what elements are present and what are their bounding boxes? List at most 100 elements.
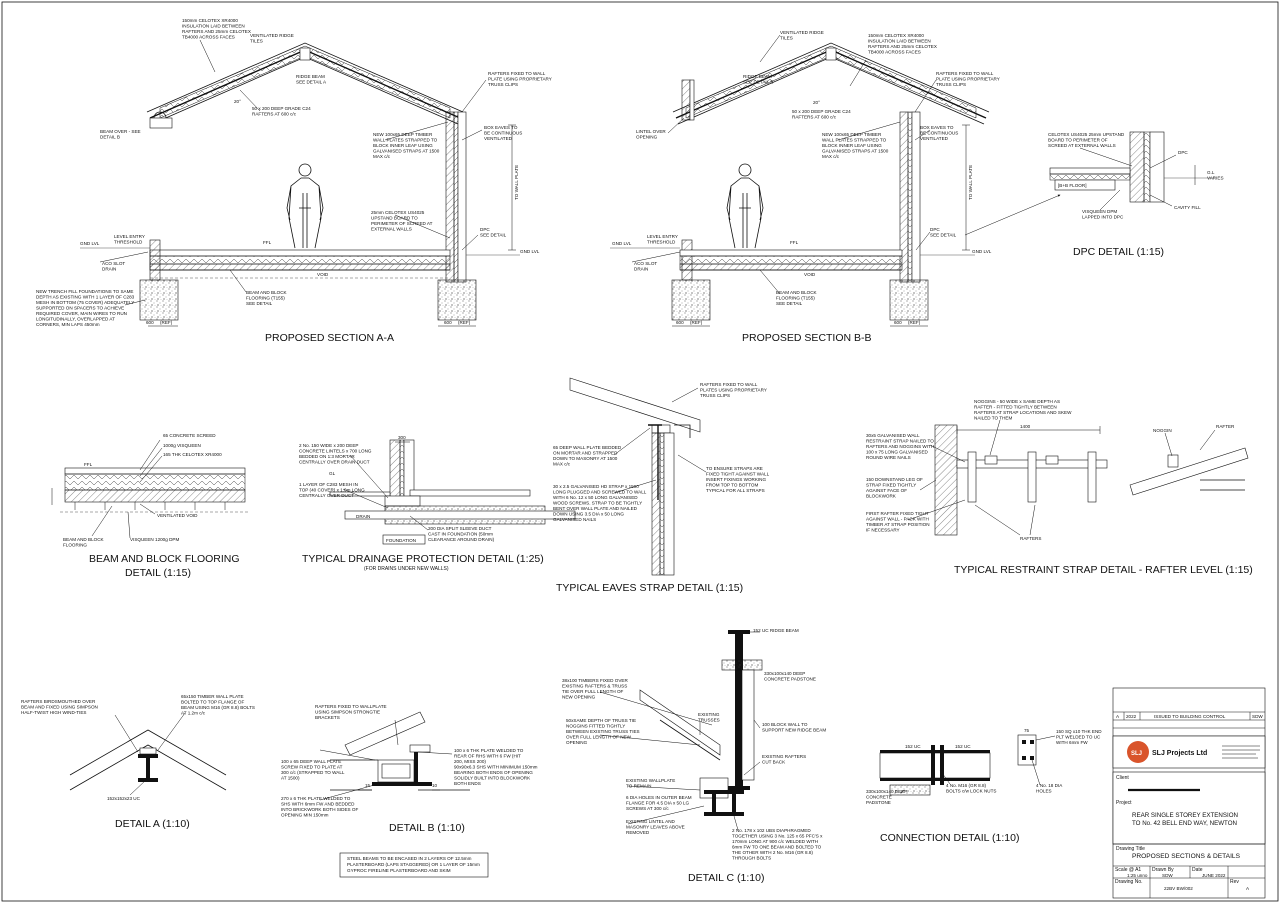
- detail-b-rafters-l3: BRACKETS: [315, 715, 340, 720]
- restraint-strap-l4: 100 x 75 LONG GALVANISED: [866, 450, 929, 455]
- aa-beam-over-l2: DETAIL B: [100, 135, 120, 140]
- detail-c-noggins-l3: BETWEEN EXISTING TRUSS TIES: [566, 729, 640, 734]
- bb-lintel-l2: OPENING: [636, 135, 658, 140]
- conn-padstone-l3: PADSTONE: [866, 800, 891, 805]
- conn-75: 75: [1024, 728, 1030, 733]
- aa-roof-insulation-l3: RAFTERS AND 25mm CELOTEX: [182, 29, 251, 34]
- restraint-noggins-l3: RAFTERS AT STRAP LOCATIONS AND SKEW: [974, 410, 1072, 415]
- tb-title-label: Drawing Title: [1116, 846, 1145, 852]
- restraint-strap-l1: 30x5 GALVANISED WALL: [866, 433, 920, 438]
- conn-bolts-l1: 4 No. M16 (GR 8.8): [946, 783, 987, 788]
- drain-gl: GL: [329, 471, 336, 476]
- detail-c-holes-l3: SCREWS AT 300 c/c: [626, 806, 669, 811]
- detail-c-padstone-l2: CONCRETE PADSTONE: [764, 677, 816, 682]
- detail-c-lintel-l2: MASONRY LEAVES ABOVE: [626, 825, 685, 830]
- bb-dpm: VISQUEEN 1200g DPM: [130, 537, 179, 542]
- aa-roof-insulation-l2: INSULATION LAID BETWEEN: [182, 24, 245, 29]
- rev-by: SDW: [1252, 714, 1263, 719]
- detail-a-uc: 152x152x23 UC: [107, 796, 141, 801]
- aa-foundations-l1: NEW TRENCH FILL FOUNDATIONS TO SAME: [36, 289, 134, 294]
- beam-block-title-l2: DETAIL (1:15): [125, 567, 191, 579]
- aa-celotex-l1: 25mm CELOTEX US4025: [371, 210, 425, 215]
- dpc-celotex-l2: BOARD TO PERIMETER OF: [1048, 138, 1108, 143]
- tb-drawn: SDW: [1162, 873, 1173, 878]
- detail-c-timbers-l3: TIE OVER FULL LENGTH OF: [562, 689, 624, 694]
- detail-c-padstone-l1: 330x100x140 DEEP: [764, 671, 805, 676]
- aa-foundations-l2: DEPTH AS EXISTING WITH 1 LAYER OF C283: [36, 295, 135, 300]
- bb-dpc-l2: SEE DETAIL: [930, 233, 957, 238]
- conn-uc-right: 152 UC: [955, 744, 971, 749]
- detail-c-title: DETAIL C (1:10): [688, 872, 764, 884]
- drain-mesh-l1: 1 LAYER OF C283 MESH IN: [299, 482, 358, 487]
- aa-celotex-l3: PERIMETER OF SCREED AT: [371, 221, 433, 226]
- eaves-strap-l2: LONG PLUGGED AND SCREWED TO WALL: [553, 490, 647, 495]
- detail-c-ubs-l3: 170mm LONG AT 900 c/c WELDED WITH: [732, 839, 818, 844]
- bb-ridge-beam-l2: SEE DETAIL B: [743, 80, 773, 85]
- eaves-ensure-l1: TO ENSURE STRAPS ARE: [706, 466, 763, 471]
- drain-drain: DRAIN: [356, 514, 370, 519]
- eaves-wall-plate-l3: DOWN TO MASONRY AT 1500: [553, 456, 618, 461]
- aa-foundations-l6: LONGITUDINALLY, OVERLAPPED AT: [36, 317, 115, 322]
- aa-600-left: 600: [146, 320, 154, 325]
- restraint-strap-l5: ROUND WIRE NAILS: [866, 455, 911, 460]
- drain-lintels-l3: BEDDED ON 1:3 MORTAR: [299, 454, 355, 459]
- detail-c-noggins-l4: OVER FULL LENGTH OF NEW: [566, 735, 632, 740]
- detail-a-plate-l2: BOLTED TO TOP FLANGE OF: [181, 700, 245, 705]
- bb-rafters-fixed-l1: RAFTERS FIXED TO WALL: [936, 71, 994, 76]
- steel-note-l1: STEEL BEAMS TO BE ENCASED IN 2 LAYERS OF…: [347, 856, 472, 861]
- conn-plate-l1: 150 SQ x10 THK END: [1056, 729, 1102, 734]
- detail-c-trusses-l1: EXISTING: [698, 712, 720, 717]
- bb-wall-plate-l5: MAX c/c: [822, 154, 840, 159]
- bb-lintel-l1: LINTEL OVER: [636, 129, 666, 134]
- detail-b-thk-l1: 100 x 6 THK PLATE WELDED TO: [454, 748, 524, 753]
- drainage-title: TYPICAL DRAINAGE PROTECTION DETAIL (1:25…: [302, 553, 544, 565]
- bb-void-label: VENTILATED VOID: [157, 513, 198, 518]
- bb-ffl-label: FFL: [84, 462, 93, 467]
- aa-gnd-right: GND LVL: [520, 249, 540, 254]
- aa-rafters-l2: RAFTERS AT 600 c/c: [252, 112, 297, 117]
- aa-rafters-l1: 50 x 200 DEEP GRADE C24: [252, 106, 311, 111]
- bb-pitch: 20°: [813, 100, 820, 105]
- steel-beam-note: STEEL BEAMS TO BE ENCASED IN 2 LAYERS OF…: [339, 852, 489, 878]
- bb-rafters-l2: RAFTERS AT 600 c/c: [792, 115, 837, 120]
- drain-mesh-l3: CENTRALLY OVER DUCT: [299, 493, 354, 498]
- detail-c-wallplate-l1: EXISTING WALLPLATE: [626, 778, 675, 783]
- aa-foundations-l3: MESH IN BOTTOM (75 COVER) ADEQUATELY: [36, 300, 134, 305]
- drain-lintels-l2: CONCRETE LINTELS x 700 LONG: [299, 449, 372, 454]
- svg-text:STEEL BEAMS TO BE ENCASED IN 2: STEEL BEAMS TO BE ENCASED IN 2 LAYERS OF…: [347, 856, 480, 873]
- restraint-strap-l2: RESTRAINT STRAP NAILED TO: [866, 439, 934, 444]
- drain-mesh-l2: TOP (40 COVER) x 1.0m LONG: [299, 488, 365, 493]
- aa-level-entry-l1: LEVEL ENTRY: [114, 234, 145, 239]
- detail-c-trusses-l2: TRUSSES: [698, 718, 720, 723]
- detail-a-title: DETAIL A (1:10): [115, 818, 190, 830]
- bb-ref-right: (REF): [908, 320, 921, 325]
- dpc-visqueen-l2: LAPPED INTO DPC: [1082, 215, 1124, 220]
- detail-b-wall-plate-l3: 300 c/c (STRAPPED TO WALL: [281, 770, 345, 775]
- svg-text:4 No. M16 (GR 8.8)BOLTS c/w LO: 4 No. M16 (GR 8.8)BOLTS c/w LOCK NUTS: [946, 783, 996, 794]
- tb-number-label: Drawing No.: [1115, 879, 1143, 885]
- aa-rafters-fixed-l1: RAFTERS FIXED TO WALL: [488, 71, 546, 76]
- dpc-dpc-label: DPC: [1178, 150, 1188, 155]
- bb-visqueen: 1000g VISQUEEN: [163, 443, 201, 448]
